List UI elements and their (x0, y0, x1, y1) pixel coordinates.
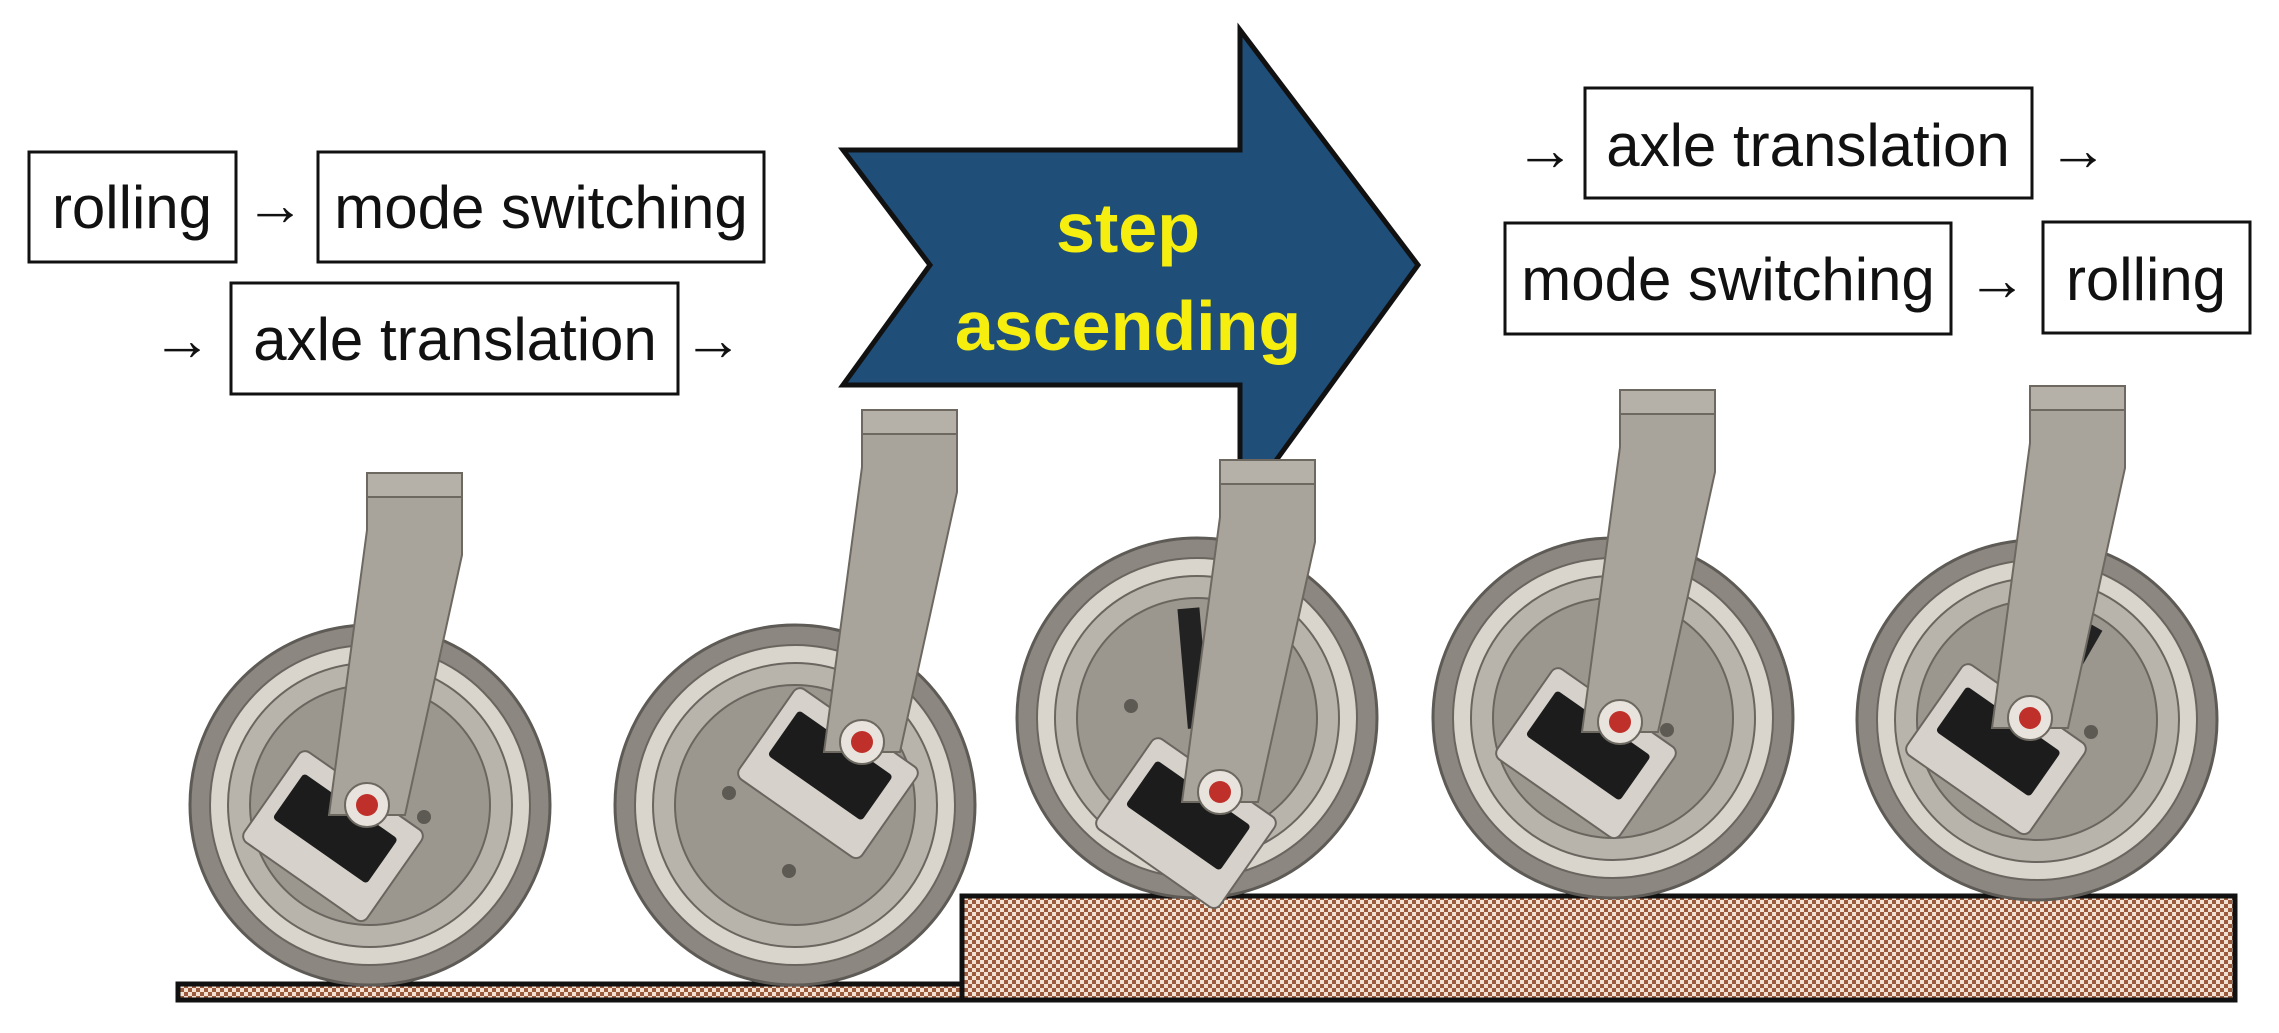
rolling-label-right: rolling (2066, 246, 2226, 313)
sequence-arrow-icon: → (2048, 116, 2108, 183)
sequence-arrow-icon: → (152, 306, 212, 373)
right-sequence: → axle translation → mode switching → ro… (1503, 86, 2252, 336)
wheel-sequence (188, 385, 2219, 987)
mode-switching-label: mode switching (334, 174, 748, 241)
axle-translation-label: axle translation (253, 306, 657, 373)
hub-bolt (2084, 725, 2098, 739)
axle-pin (356, 794, 378, 816)
servo-motor (1526, 691, 1650, 800)
leg-mount (366, 472, 463, 498)
rolling-label: rolling (52, 174, 212, 241)
servo-motor (1126, 761, 1250, 870)
wheel-assembly-1 (188, 472, 552, 987)
sequence-arrow-icon: → (683, 306, 743, 373)
servo-motor (768, 711, 892, 820)
hub-bolt (417, 810, 431, 824)
wheel-assembly-3 (1015, 459, 1379, 910)
wheel-assembly-5 (1855, 385, 2219, 902)
leg-mount (861, 409, 958, 435)
arrow-line1: step (1056, 189, 1200, 267)
axle-pin (851, 731, 873, 753)
sequence-arrow-icon: → (1515, 116, 1575, 183)
hub-bolt (1124, 699, 1138, 713)
left-sequence: rolling → mode switching → axle translat… (27, 150, 766, 396)
step-block (959, 893, 2238, 1003)
wheel-assembly-4 (1431, 389, 1795, 900)
hub-bolt (782, 864, 796, 878)
axle-pin (2019, 707, 2041, 729)
hub-bolt (722, 786, 736, 800)
hub-bolt (1660, 723, 1674, 737)
servo-motor (1936, 687, 2060, 796)
sequence-arrow-icon: → (1967, 246, 2027, 313)
wheel-assembly-2 (613, 409, 977, 987)
terrain (175, 893, 2238, 1003)
axle-translation-box (229, 281, 680, 396)
mode-switching-box (316, 150, 766, 264)
rolling-box (27, 150, 238, 264)
step-ascending-arrow: step ascending (837, 22, 1422, 518)
leg-mount (1619, 389, 1716, 415)
servo-motor (273, 774, 397, 883)
axle-translation-label-right: axle translation (1606, 112, 2010, 179)
arrow-line2: ascending (955, 287, 1301, 365)
mode-switching-label-right: mode switching (1521, 246, 1935, 313)
ground-floor (175, 981, 965, 1003)
rolling-box-right (2041, 220, 2252, 335)
axle-translation-box-right (1583, 86, 2034, 200)
sequence-arrow-icon: → (245, 171, 305, 238)
leg-mount (1219, 459, 1316, 485)
axle-pin (1609, 711, 1631, 733)
leg-mount (2029, 385, 2126, 411)
axle-pin (1209, 781, 1231, 803)
mode-switching-box-right (1503, 221, 1953, 336)
